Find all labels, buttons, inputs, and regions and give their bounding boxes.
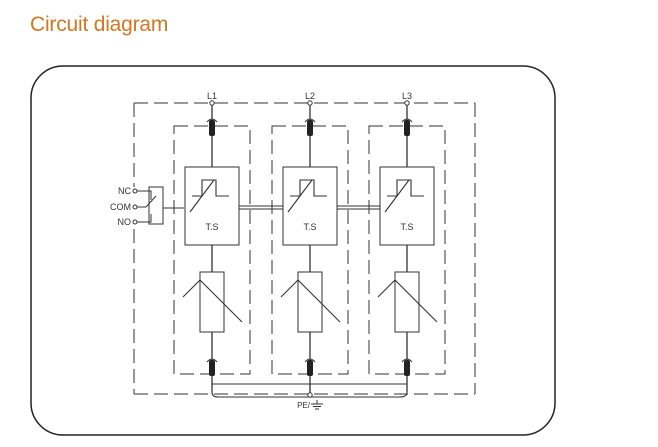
- signal-contact-label: NO: [118, 217, 132, 227]
- signal-terminal: [132, 219, 138, 225]
- fuse-icon: [401, 118, 413, 136]
- thermal-switch-icon: [384, 179, 424, 213]
- remote-signal-contact: NC COM NO: [110, 186, 184, 227]
- varistor-icon: [280, 271, 341, 333]
- fuse-icon: [206, 118, 218, 136]
- page-title: Circuit diagram: [30, 13, 169, 36]
- thermal-switch: T.S: [184, 166, 240, 246]
- signal-terminal: [132, 204, 138, 210]
- earth-terminal: PE/: [211, 383, 408, 410]
- signal-switch-box: [148, 186, 164, 225]
- thermal-switch-label: T.S: [205, 222, 218, 232]
- signal-contact-label: NC: [118, 186, 131, 196]
- mechanical-coupling: [239, 205, 380, 210]
- phase-label: L3: [402, 91, 412, 101]
- thermal-switch-label: T.S: [303, 222, 316, 232]
- phase-module-2: L2T.S: [271, 91, 349, 392]
- phase-terminal: [404, 100, 410, 106]
- signal-switch-wiring: [137, 190, 184, 223]
- thermal-switch-icon: [287, 179, 327, 213]
- phase-module-1: L1T.S: [173, 91, 251, 392]
- signal-terminal: [132, 188, 138, 194]
- fuse-icon: [304, 118, 316, 136]
- phase-terminal: [209, 100, 215, 106]
- earth-terminal-point: [307, 392, 313, 398]
- ground-symbol-icon: [311, 400, 323, 410]
- earth-label: PE/: [297, 401, 311, 410]
- fuse-icon: [304, 358, 316, 376]
- fuse-icon: [401, 358, 413, 376]
- varistor-icon: [182, 271, 243, 333]
- phase-terminal: [307, 100, 313, 106]
- phase-module-3: L3T.S: [368, 91, 446, 392]
- phase-label: L1: [207, 91, 217, 101]
- thermal-switch-icon: [189, 179, 229, 213]
- fuse-icon: [206, 358, 218, 376]
- diagram-frame: [30, 65, 556, 436]
- signal-contact-label: COM: [110, 202, 131, 212]
- varistor-icon: [377, 271, 438, 333]
- phase-label: L2: [305, 91, 315, 101]
- housing-outline: [133, 102, 476, 395]
- thermal-switch: T.S: [282, 166, 338, 246]
- thermal-switch-label: T.S: [400, 222, 413, 232]
- thermal-switch: T.S: [379, 166, 435, 246]
